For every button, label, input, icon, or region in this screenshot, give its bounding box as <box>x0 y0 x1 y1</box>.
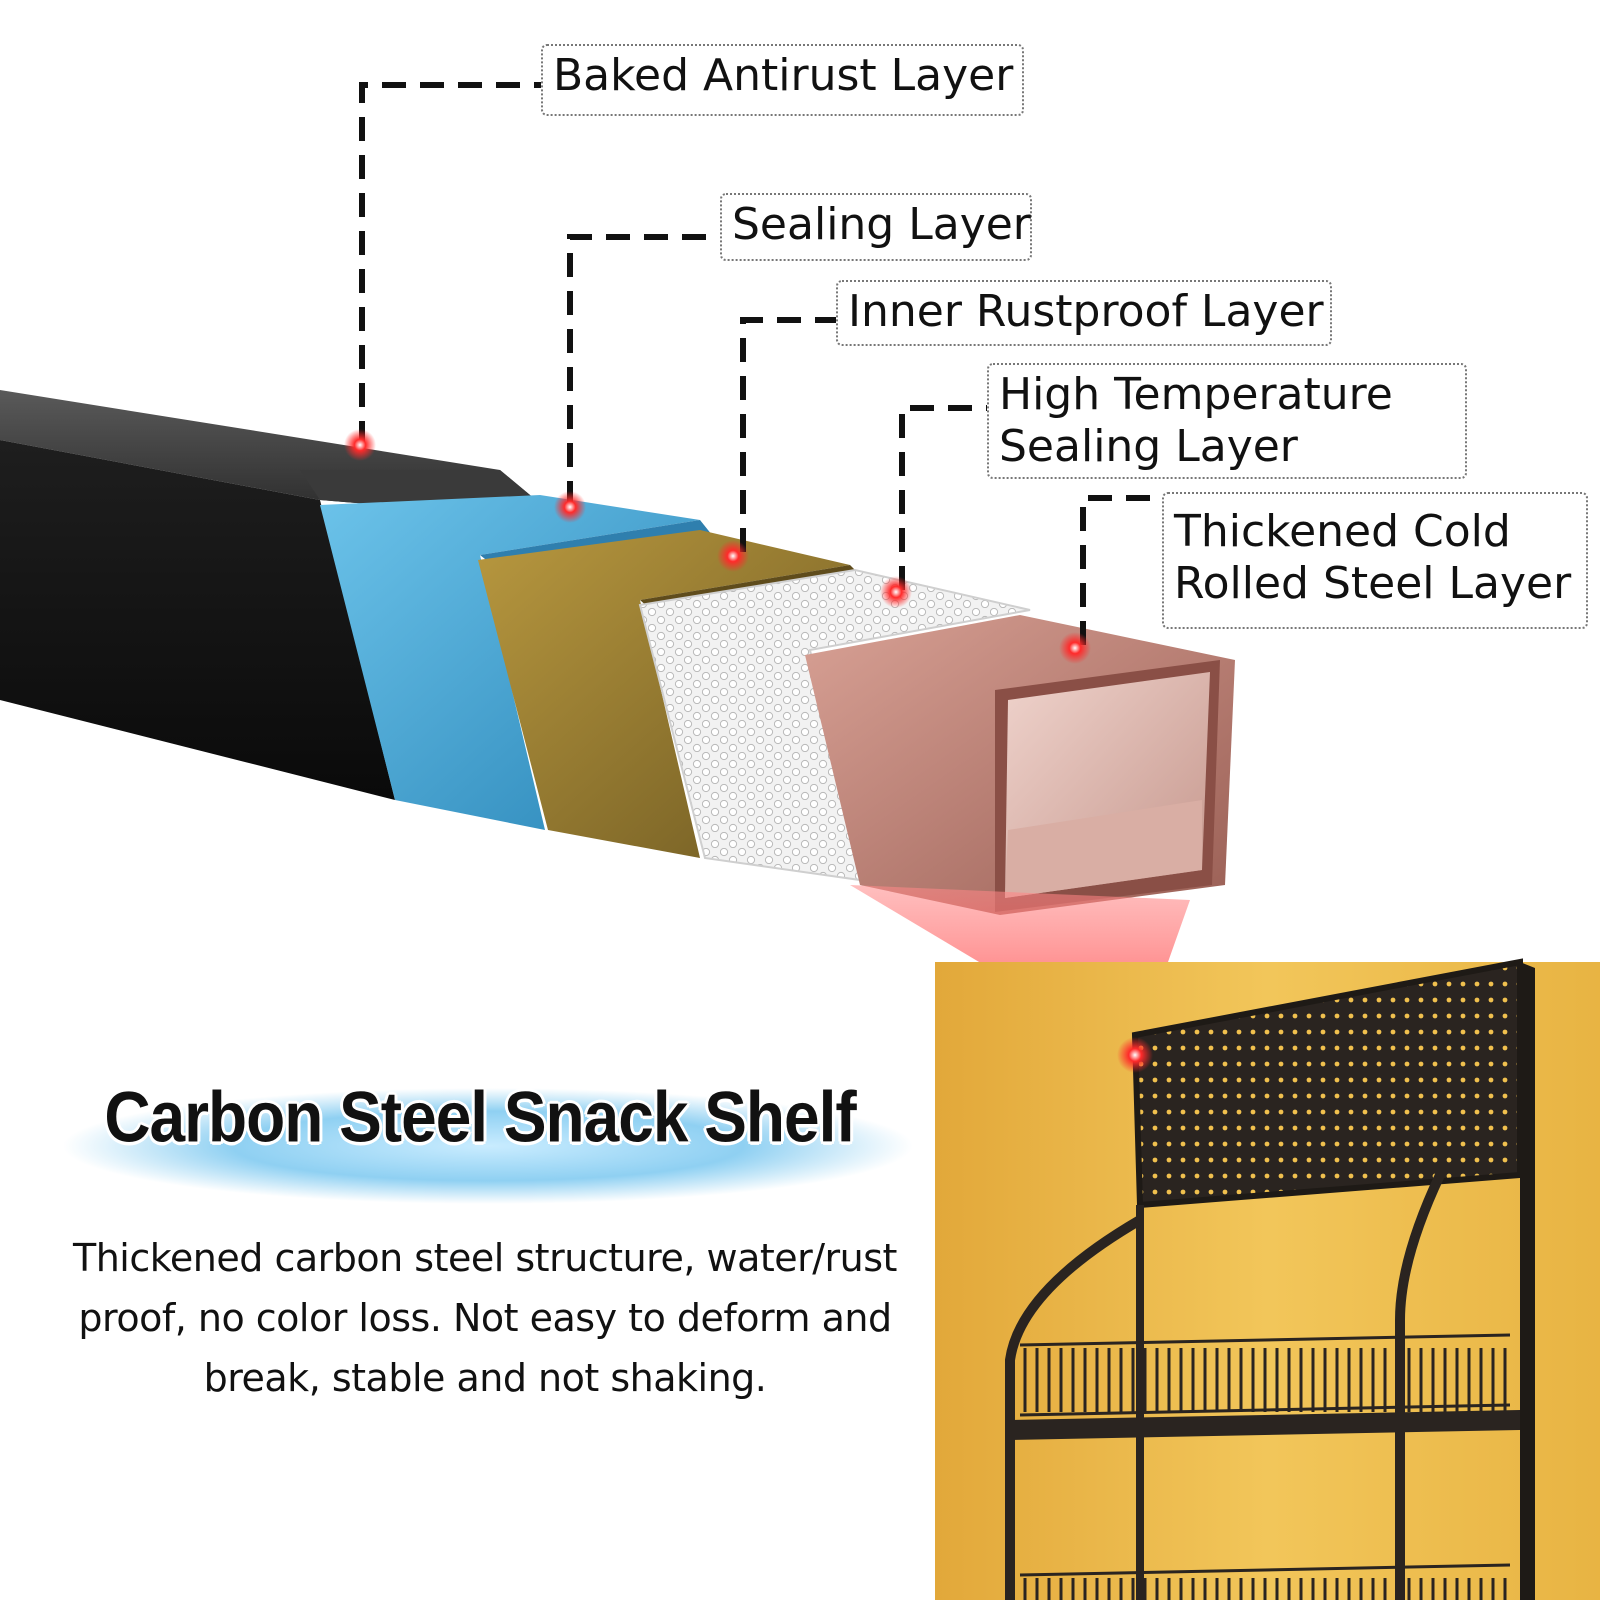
description: Thickened carbon steel structure, water/… <box>73 1236 897 1400</box>
leader-lines <box>359 82 1175 645</box>
leader-line-sealing <box>567 234 720 505</box>
callout-baked-antirust-line-1: Baked Antirust Layer <box>553 50 1014 101</box>
callout-cold-rolled-line-1: Thickened Cold <box>1174 506 1511 557</box>
headline: Carbon Steel Snack Shelf <box>104 1076 856 1158</box>
headline-oval <box>63 1088 913 1204</box>
tube-mesh-layer <box>638 568 1031 882</box>
marker-high-temp-sealing <box>880 576 912 608</box>
callout-sealing: Sealing Layer <box>720 193 1032 261</box>
callout-cold-rolled-line-2: Rolled Steel Layer <box>1174 558 1572 609</box>
callout-baked-antirust: Baked Antirust Layer <box>541 44 1024 116</box>
shelf-basket-lower <box>1019 1563 1511 1600</box>
callout-high-temp-sealing-line-1: High Temperature <box>999 369 1393 420</box>
marker-baked-antirust <box>344 429 376 461</box>
tube-black-layer <box>0 390 560 800</box>
leader-line-cold-rolled <box>1080 495 1175 645</box>
leader-line-inner-rustproof <box>740 317 838 552</box>
shelf-basket-upper <box>1019 1333 1511 1417</box>
callout-high-temp-sealing: High Temperature Sealing Layer <box>987 363 1467 479</box>
marker-sealing <box>554 491 586 523</box>
leader-line-baked-antirust <box>359 82 545 445</box>
callout-inner-rustproof: Inner Rustproof Layer <box>836 280 1332 346</box>
marker-inner-rustproof <box>717 540 749 572</box>
marker-shelf <box>1117 1037 1153 1073</box>
callout-high-temp-sealing-line-2: Sealing Layer <box>999 421 1298 472</box>
marker-cold-rolled <box>1059 632 1091 664</box>
callout-sealing-line-1: Sealing Layer <box>732 199 1031 250</box>
callout-cold-rolled: Thickened Cold Rolled Steel Layer <box>1162 492 1588 629</box>
shelf-photo <box>935 958 1600 1600</box>
callout-inner-rustproof-line-1: Inner Rustproof Layer <box>848 286 1324 337</box>
tube-copper-core <box>805 615 1235 915</box>
leader-line-high-temp-sealing <box>899 405 988 590</box>
layer-markers <box>344 429 1153 1073</box>
